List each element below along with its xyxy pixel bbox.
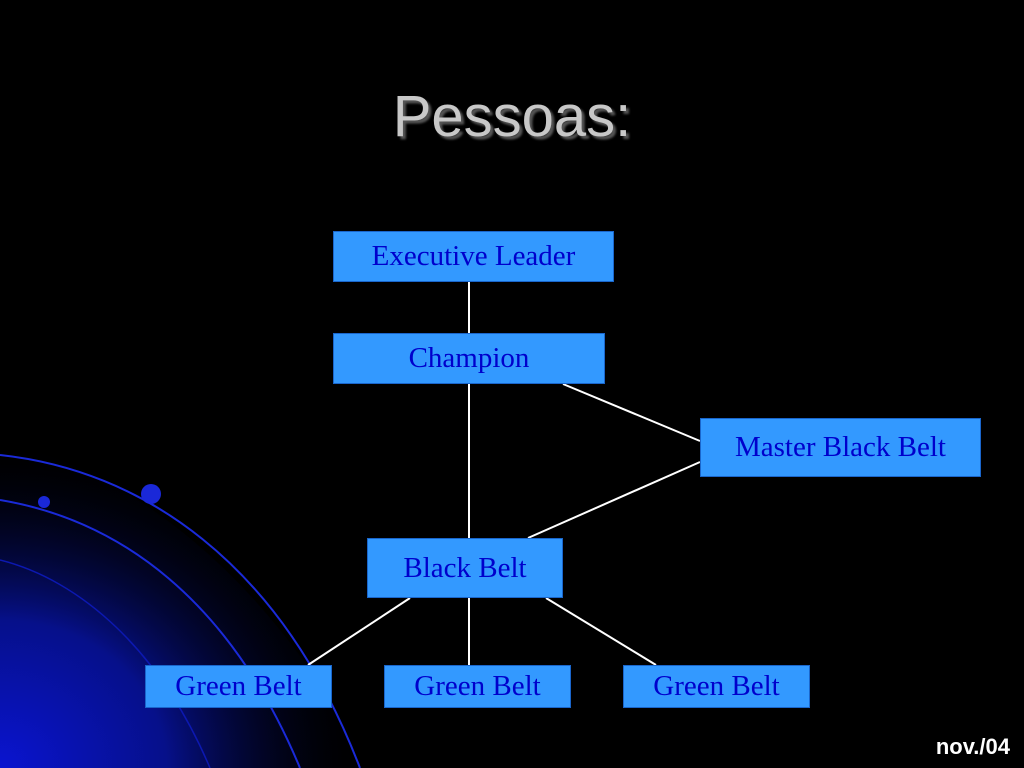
background-dot-large [141, 484, 161, 504]
node-executive-leader: Executive Leader [333, 231, 614, 282]
connector-champion-master-black-belt [562, 383, 701, 442]
connector-master-black-belt-black-belt [527, 461, 701, 539]
background-dot-small [38, 496, 50, 508]
node-green-belt-1: Green Belt [145, 665, 332, 708]
slide-footer-date: nov./04 [935, 734, 1010, 759]
background-arc-3 [0, 559, 211, 768]
node-champion: Champion [333, 333, 605, 384]
node-master-black-belt: Master Black Belt [700, 418, 981, 477]
connector-black-belt-green-belt-3 [545, 597, 657, 666]
connector-black-belt-green-belt-1 [307, 597, 411, 666]
slide-title: Pessoas: [392, 84, 632, 149]
node-green-belt-2: Green Belt [384, 665, 571, 708]
node-green-belt-3: Green Belt [623, 665, 810, 708]
node-black-belt: Black Belt [367, 538, 563, 598]
